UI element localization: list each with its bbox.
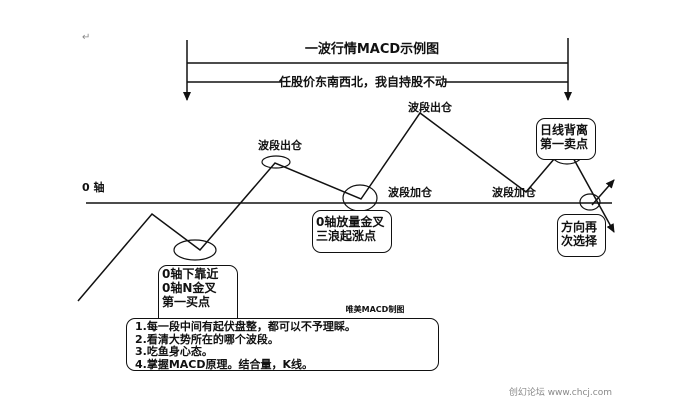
diagram-subtitle: 任股价东南西北，我自持股不动: [278, 74, 447, 89]
credit-text: 唯美MACD制图: [346, 304, 405, 314]
label-exit-2: 波段出仓: [408, 100, 453, 114]
direction-circle: [579, 193, 601, 211]
note-item: 2.看清大势所在的哪个波段。: [135, 332, 279, 346]
callout-line: 第一买点: [162, 295, 211, 309]
note-item: 4.掌握MACD原理。结合量，K线。: [135, 357, 314, 371]
note-item: 3.吃鱼身心态。: [135, 345, 213, 358]
up-direction-arrow: [591, 179, 615, 206]
callout-first-sell-point: 日线背离 第一卖点: [536, 118, 596, 160]
callout-direction-choice: 方向再 次选择: [557, 214, 606, 257]
label-exit-1: 波段出仓: [258, 138, 303, 152]
exit-point-circle-1: [261, 155, 291, 169]
callout-line: 0轴放量金叉: [316, 215, 385, 229]
diagram-title: 一波行情MACD示例图: [305, 41, 439, 57]
watermark: 创幻论坛 www.chcj.com: [509, 386, 612, 398]
callout-line: 次选择: [561, 234, 598, 248]
callout-line: 第一卖点: [540, 137, 589, 151]
callout-wave3-start: 0轴放量金叉 三浪起涨点: [312, 210, 392, 253]
macd-wave-line: [77, 111, 615, 302]
note-item: 1.每一段中间有起伏盘整，都可以不予理睬。: [135, 320, 356, 333]
label-add-2: 波段加仓: [492, 185, 537, 199]
return-mark: ↵: [82, 32, 90, 43]
callout-line: 方向再: [561, 220, 598, 234]
callout-line: 0轴N金叉: [162, 281, 217, 295]
buy-point-circle: [173, 239, 217, 261]
notes-box: 1.每一段中间有起伏盘整，都可以不予理睬。 2.看清大势所在的哪个波段。 3.吃…: [126, 318, 439, 371]
label-add-1: 波段加仓: [388, 185, 433, 199]
callout-line: 0轴下靠近: [162, 267, 219, 281]
zero-axis-label: 0 轴: [82, 180, 104, 194]
callout-line: 日线背离: [540, 123, 589, 137]
callout-line: 三浪起涨点: [316, 229, 377, 243]
